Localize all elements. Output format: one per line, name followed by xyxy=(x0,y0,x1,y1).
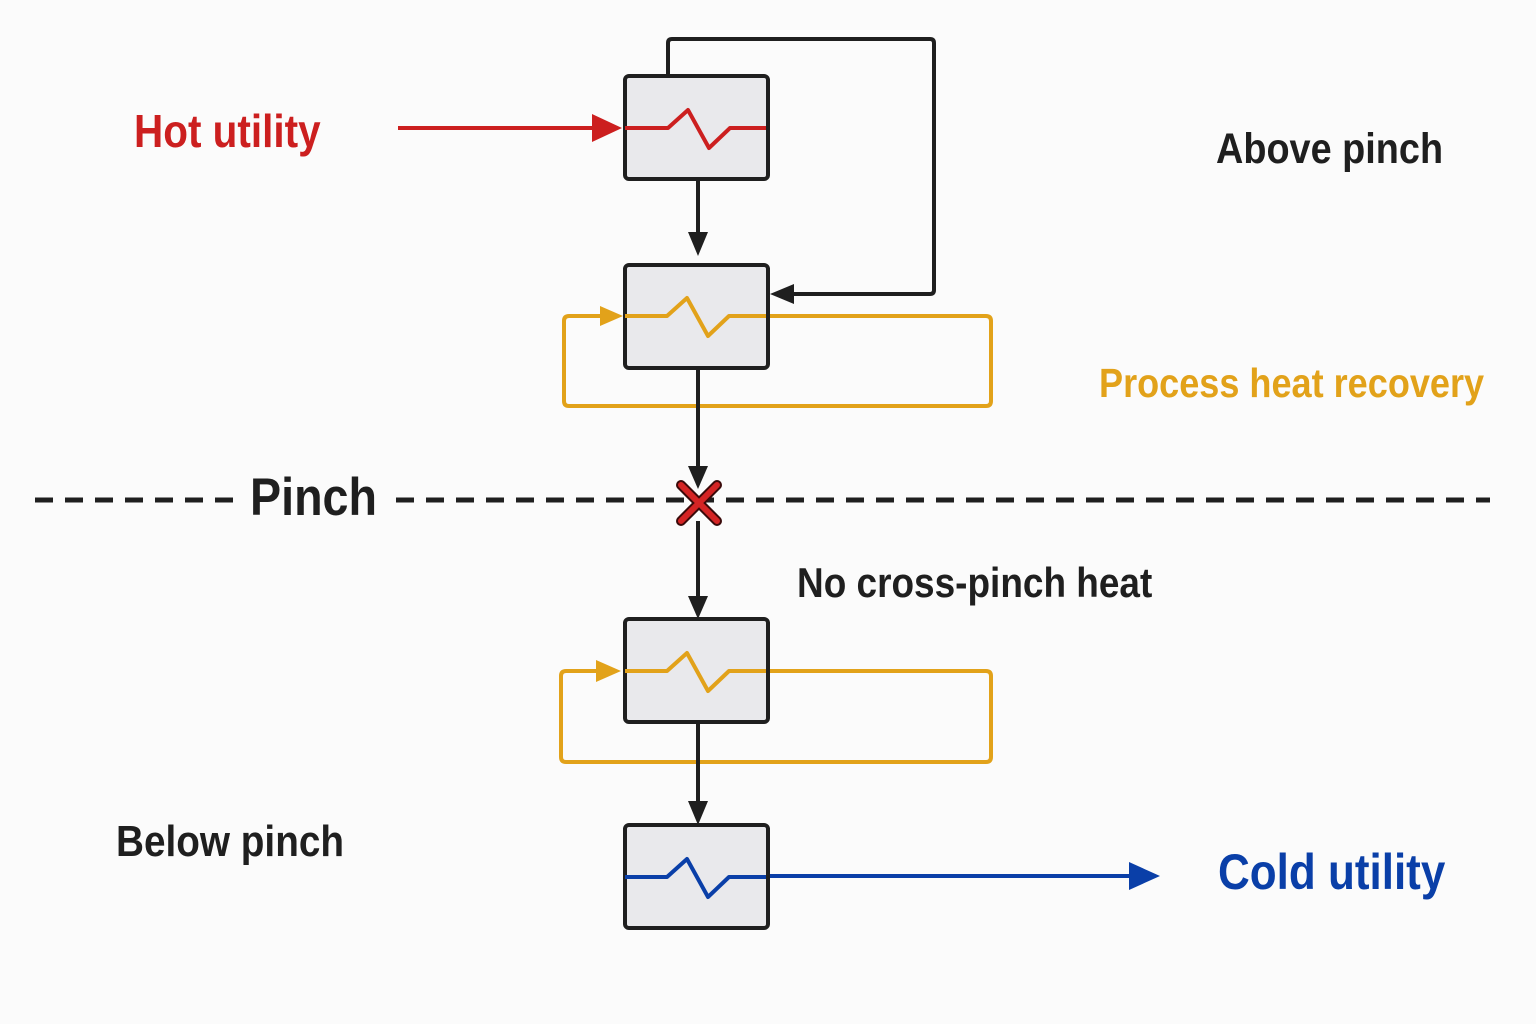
heat-exchanger-icon xyxy=(623,617,770,724)
hot-utility-arrowhead xyxy=(592,114,622,142)
cold-utility-arrowhead xyxy=(1129,862,1160,890)
hot-utility-label: Hot utility xyxy=(134,105,321,157)
connector-1-2-arrowhead xyxy=(688,232,708,256)
pinch-label: Pinch xyxy=(250,468,377,527)
recovery-arrow-lower xyxy=(596,660,621,682)
heat-exchanger-icon xyxy=(623,823,770,930)
no-cross-pinch-heat-label: No cross-pinch heat xyxy=(797,559,1153,606)
process-heat-recovery-label: Process heat recovery xyxy=(1099,360,1485,406)
connector-pinch-3-arrowhead xyxy=(688,596,708,619)
bypass-loop xyxy=(666,37,936,296)
connector-3-4-arrowhead xyxy=(688,801,708,825)
above-pinch-label: Above pinch xyxy=(1216,125,1444,173)
recovery-arrow-upper xyxy=(600,306,623,326)
recovery-loop-lower xyxy=(559,669,993,764)
heat-exchanger-icon xyxy=(623,74,770,181)
connector-2-pinch-arrowhead xyxy=(688,466,708,489)
bypass-arrowhead xyxy=(770,284,794,304)
cold-utility-label: Cold utility xyxy=(1218,844,1446,900)
below-pinch-label: Below pinch xyxy=(116,817,345,866)
cross-mark-icon xyxy=(676,480,722,526)
heat-exchanger-icon xyxy=(623,263,770,370)
recovery-loop-upper xyxy=(562,314,993,408)
